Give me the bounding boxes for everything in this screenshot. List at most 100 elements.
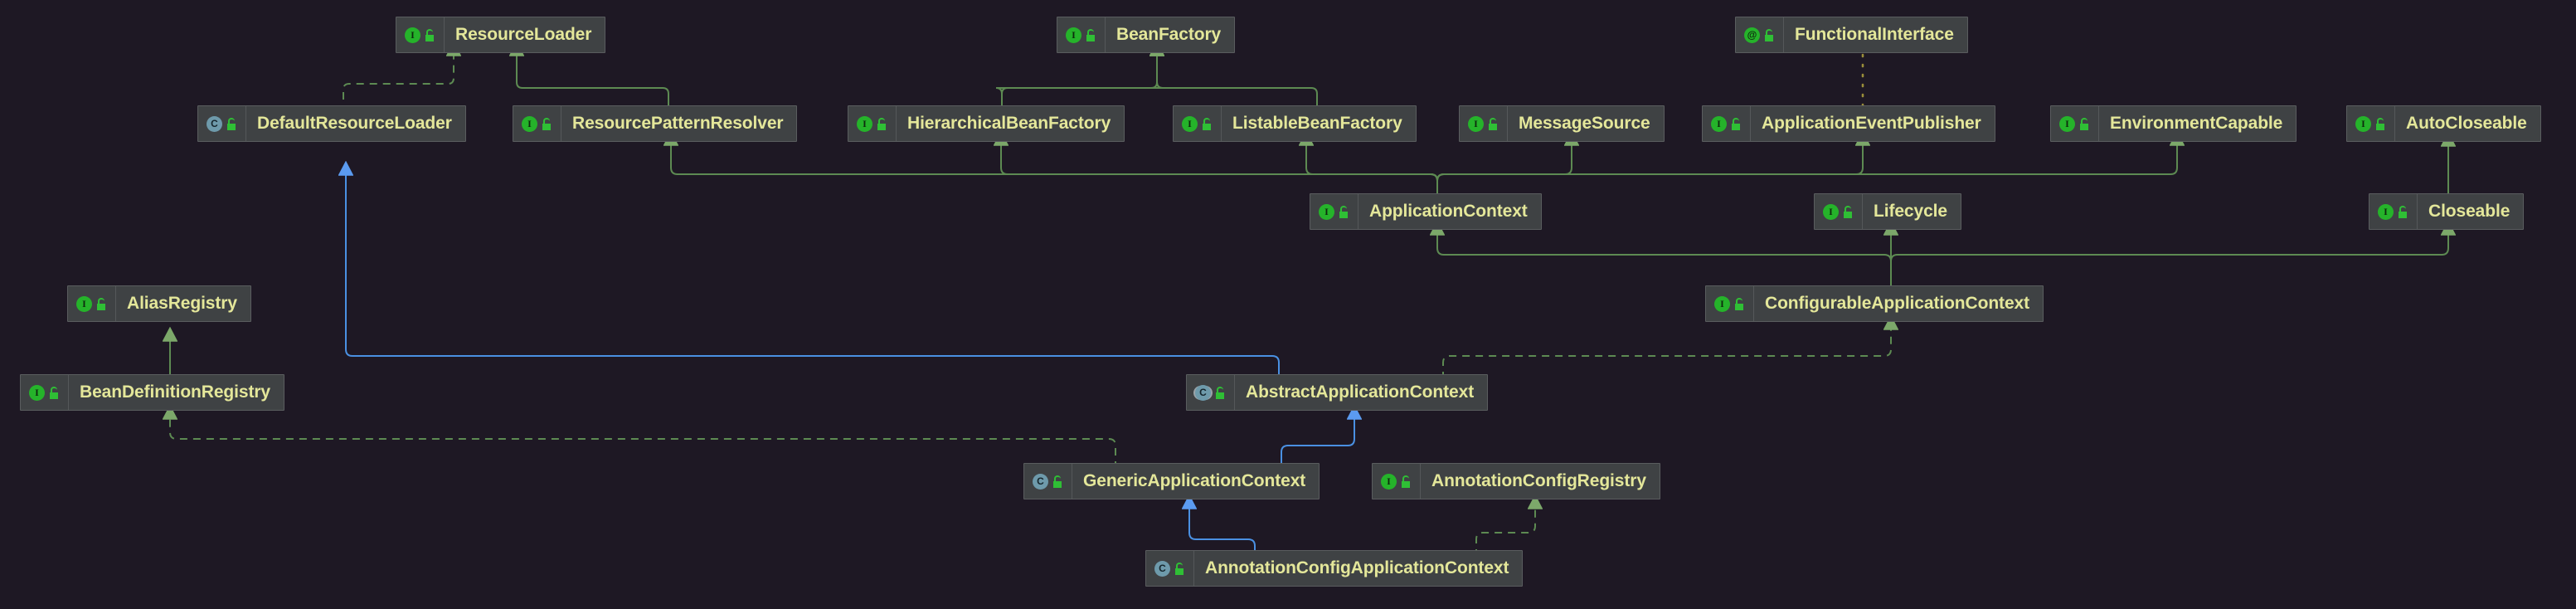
class-node-lifecycle[interactable]: I Lifecycle — [1814, 193, 1961, 230]
class-node-listablebeanfactory[interactable]: I ListableBeanFactory — [1173, 105, 1417, 142]
interface-icon: I — [1066, 27, 1081, 43]
edge-genericapplicationcontext-to-abstractapplicationcontext — [1281, 407, 1354, 469]
class-node-beandefinitionregistry[interactable]: I BeanDefinitionRegistry — [20, 374, 284, 411]
class-node-label: Lifecycle — [1874, 202, 1947, 221]
edge-annotationconfigapplicationcontext-to-genericapplicationcontext — [1189, 496, 1256, 557]
public-lock-icon — [2399, 205, 2409, 218]
class-node-closeable[interactable]: I Closeable — [2369, 193, 2525, 230]
class-node-resourceloader[interactable]: I ResourceLoader — [396, 17, 606, 53]
public-lock-icon — [50, 386, 61, 399]
public-lock-icon — [425, 28, 436, 41]
class-node-label: BeanFactory — [1116, 25, 1222, 44]
class-node-configurableapplicationcontext[interactable]: I ConfigurableApplicationContext — [1705, 285, 2044, 322]
public-lock-icon — [542, 117, 553, 130]
node-icon-gutter: @ — [1736, 17, 1784, 52]
public-lock-icon — [227, 117, 238, 130]
public-lock-icon — [1844, 205, 1854, 218]
class-node-functionalinterface[interactable]: @ FunctionalInterface — [1735, 17, 1968, 53]
class-node-label: GenericApplicationContext — [1083, 471, 1306, 490]
public-lock-icon — [1339, 205, 1350, 218]
node-icon-gutter: I — [1174, 106, 1222, 141]
class-node-messagesource[interactable]: I MessageSource — [1459, 105, 1665, 142]
class-node-genericapplicationcontext[interactable]: C GenericApplicationContext — [1023, 463, 1320, 499]
node-icon-gutter: I — [1057, 17, 1106, 52]
interface-icon: I — [2059, 115, 2075, 132]
node-icon-gutter: I — [21, 375, 69, 410]
class-node-label: ListableBeanFactory — [1232, 114, 1402, 133]
node-icon-gutter: I — [1460, 106, 1508, 141]
class-node-resourcepatternresolver[interactable]: I ResourcePatternResolver — [513, 105, 798, 142]
class-node-label: AnnotationConfigApplicationContext — [1205, 558, 1509, 577]
interface-icon: I — [2355, 115, 2371, 132]
class-node-label: MessageSource — [1519, 114, 1650, 133]
node-icon-gutter: I — [1703, 106, 1751, 141]
public-lock-icon — [1175, 562, 1186, 575]
public-lock-icon — [877, 117, 888, 130]
class-node-hierarchicalbeanfactory[interactable]: I HierarchicalBeanFactory — [848, 105, 1125, 142]
class-node-environmentcapable[interactable]: I EnvironmentCapable — [2050, 105, 2297, 142]
class-node-label: AutoCloseable — [2406, 114, 2527, 133]
annotation-icon: @ — [1744, 27, 1760, 43]
class-node-label: FunctionalInterface — [1795, 25, 1954, 44]
edge-abstractapplicationcontext-to-configurableapplicationcontext — [1442, 317, 1891, 379]
class-node-label: ConfigurableApplicationContext — [1765, 294, 2029, 313]
node-icon-gutter: I — [68, 286, 116, 321]
interface-icon: I — [1468, 115, 1484, 132]
interface-icon: I — [1823, 203, 1839, 220]
class-node-label: AbstractApplicationContext — [1246, 382, 1475, 402]
abstract-class-icon: C — [1195, 384, 1211, 401]
class-node-label: ResourceLoader — [455, 25, 592, 44]
node-icon-gutter: I — [396, 17, 445, 52]
class-node-aliasregistry[interactable]: I AliasRegistry — [67, 285, 251, 322]
class-node-autocloseable[interactable]: I AutoCloseable — [2346, 105, 2541, 142]
class-node-beanfactory[interactable]: I BeanFactory — [1057, 17, 1236, 53]
class-node-label: ResourcePatternResolver — [572, 114, 784, 133]
interface-icon: I — [857, 115, 872, 132]
public-lock-icon — [1732, 117, 1742, 130]
interface-icon: I — [405, 27, 420, 43]
interface-icon: I — [1319, 203, 1334, 220]
interface-icon: I — [2378, 203, 2394, 220]
public-lock-icon — [1053, 475, 1064, 488]
node-icon-gutter: I — [513, 106, 561, 141]
node-icon-gutter: I — [1373, 464, 1421, 499]
public-lock-icon — [1765, 28, 1776, 41]
node-icon-gutter: I — [1815, 194, 1863, 229]
node-icon-gutter: I — [2051, 106, 2099, 141]
public-lock-icon — [1216, 386, 1227, 399]
class-node-label: AnnotationConfigRegistry — [1431, 471, 1646, 490]
node-icon-gutter: C — [198, 106, 246, 141]
class-node-label: HierarchicalBeanFactory — [907, 114, 1111, 133]
class-node-applicationcontext[interactable]: I ApplicationContext — [1310, 193, 1542, 230]
public-lock-icon — [2376, 117, 2387, 130]
interface-icon: I — [1381, 473, 1397, 490]
public-lock-icon — [2080, 117, 2091, 130]
interface-icon: I — [1182, 115, 1198, 132]
class-node-defaultresourceloader[interactable]: C DefaultResourceLoader — [197, 105, 466, 142]
class-node-label: DefaultResourceLoader — [257, 114, 452, 133]
class-node-label: AliasRegistry — [127, 294, 237, 313]
class-node-label: ApplicationContext — [1369, 202, 1528, 221]
public-lock-icon — [97, 297, 108, 310]
public-lock-icon — [1402, 475, 1412, 488]
edge-genericapplicationcontext-to-beandefinitionregistry — [170, 407, 1116, 469]
public-lock-icon — [1489, 117, 1499, 130]
public-lock-icon — [1735, 297, 1746, 310]
node-icon-gutter: I — [2347, 106, 2395, 141]
class-node-label: Closeable — [2428, 202, 2510, 221]
class-node-label: BeanDefinitionRegistry — [80, 382, 270, 402]
class-node-annotationconfigregistry[interactable]: I AnnotationConfigRegistry — [1372, 463, 1660, 499]
public-lock-icon — [1086, 28, 1097, 41]
interface-icon: I — [29, 384, 45, 401]
class-node-label: EnvironmentCapable — [2110, 114, 2283, 133]
node-icon-gutter: C — [1024, 464, 1072, 499]
interface-icon: I — [522, 115, 537, 132]
node-icon-gutter: I — [848, 106, 897, 141]
edge-annotationconfigapplicationcontext-to-annotationconfigregistry — [1475, 496, 1535, 557]
node-icon-gutter: I — [1706, 286, 1754, 321]
interface-icon: I — [1711, 115, 1727, 132]
class-node-abstractapplicationcontext[interactable]: C AbstractApplicationContext — [1186, 374, 1489, 411]
